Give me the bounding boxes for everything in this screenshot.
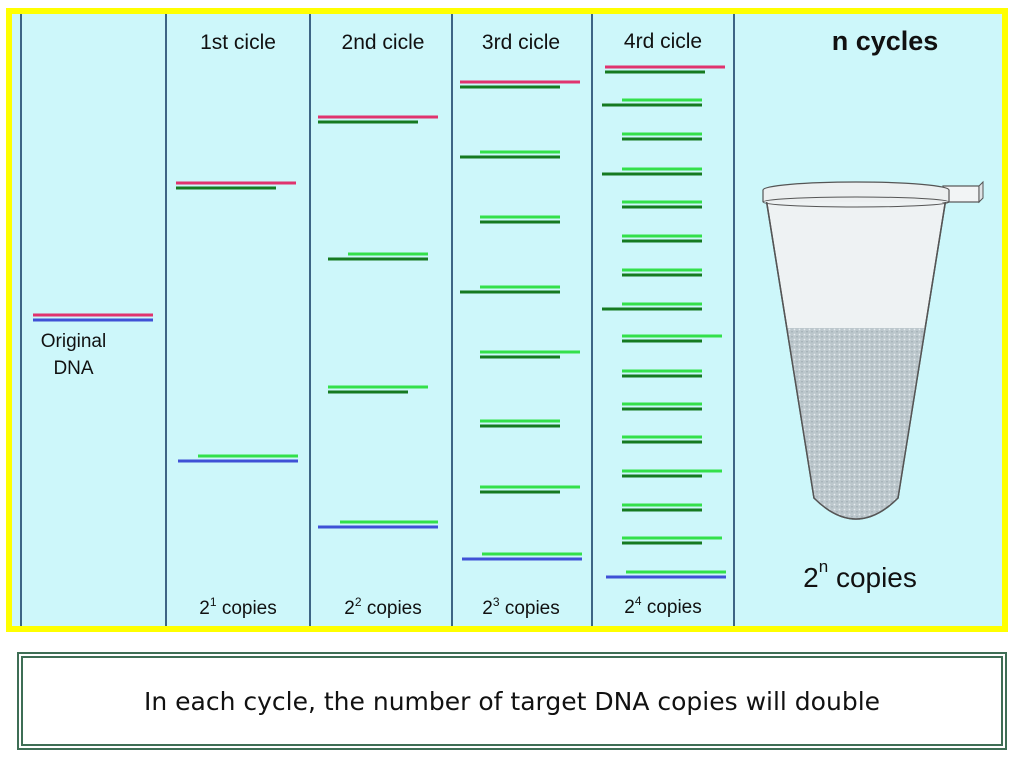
original-dna-label-line2: DNA [53, 358, 94, 379]
cycle-3-title: 3rd cicle [481, 31, 561, 54]
column-divider [309, 14, 311, 626]
original-dna-label-line1: Original [40, 331, 107, 352]
n-cycles-copies: 2n copies [770, 558, 950, 594]
copies-word: copies [504, 598, 560, 619]
cycle-1-title: 1st cicle [200, 31, 276, 54]
copies-base: 2 [344, 598, 355, 619]
n-cycles-title: n cycles [831, 26, 939, 56]
cycle-1-copies: 21 copies [173, 595, 303, 620]
copies-base: 2 [482, 598, 493, 619]
copies-word: copies [366, 598, 422, 619]
copies-base: 2 [199, 598, 210, 619]
cycle-2-copies: 22 copies [318, 595, 448, 620]
cycle-4-title: 4rd cicle [623, 30, 703, 53]
cycle-2-title: 2nd cicle [341, 31, 425, 54]
caption-box: In each cycle, the number of target DNA … [17, 652, 1007, 750]
column-divider [733, 14, 735, 626]
copies-exponent: 2 [354, 595, 362, 609]
tube-liquid [766, 328, 946, 519]
copies-exponent: 1 [209, 595, 217, 609]
copies-exponent: 3 [492, 595, 500, 609]
copies-exponent: n [818, 557, 829, 576]
dna-strands-layer [33, 65, 726, 579]
copies-base: 2 [803, 562, 819, 593]
copies-base: 2 [624, 597, 635, 618]
copies-word: copies [221, 598, 277, 619]
copies-exponent: 4 [634, 594, 642, 608]
test-tube-icon [762, 180, 984, 520]
caption-text: In each cycle, the number of target DNA … [143, 686, 881, 716]
copies-word: copies [835, 562, 917, 593]
original-dna-label: Original DNA [16, 328, 131, 382]
column-divider [165, 14, 167, 626]
cycle-3-copies: 23 copies [456, 595, 586, 620]
column-divider [451, 14, 453, 626]
column-divider [20, 14, 22, 626]
column-divider [591, 14, 593, 626]
cycle-4-copies: 24 copies [598, 594, 728, 619]
copies-word: copies [646, 597, 702, 618]
